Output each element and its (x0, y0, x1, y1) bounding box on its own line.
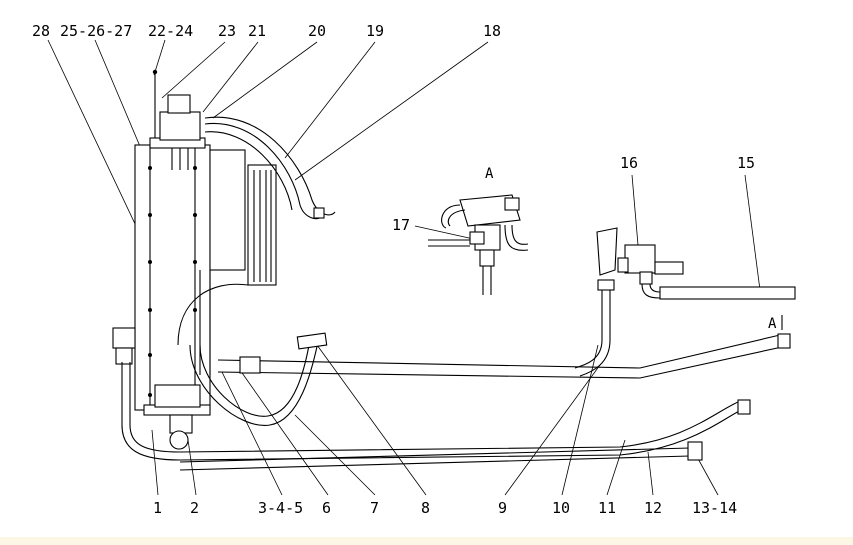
callout-21: 21 (248, 22, 266, 40)
callout-7: 7 (370, 499, 379, 517)
callout-1: 1 (153, 499, 162, 517)
callout-19: 19 (366, 22, 384, 40)
callout-15: 15 (737, 154, 755, 172)
callout-6: 6 (322, 499, 331, 517)
detail-a-valve (428, 194, 529, 295)
callout-28: 28 (32, 22, 50, 40)
footer-bar (0, 537, 853, 545)
callout-22-24: 22-24 (148, 22, 193, 40)
callout-18: 18 (483, 22, 501, 40)
callout-11: 11 (598, 499, 616, 517)
callout-17: 17 (392, 216, 410, 234)
callout-23: 23 (218, 22, 236, 40)
section-a-marker: A (768, 316, 777, 332)
callout-20: 20 (308, 22, 326, 40)
callout-13-14: 13-14 (692, 499, 737, 517)
leader-lines (47, 39, 761, 496)
right-valve-assembly (617, 244, 796, 300)
callout-16: 16 (620, 154, 638, 172)
hose-lines (121, 116, 791, 471)
callout-25-26-27: 25-26-27 (60, 22, 132, 40)
tank-assembly (112, 69, 277, 450)
callout-labels: 28 25-26-27 22-24 23 21 20 19 18 17 16 1… (32, 22, 783, 517)
callout-3-4-5: 3-4-5 (258, 499, 303, 517)
detail-a-label: A (485, 166, 494, 182)
callout-10: 10 (552, 499, 570, 517)
callout-2: 2 (190, 499, 199, 517)
callout-12: 12 (644, 499, 662, 517)
callout-9: 9 (498, 499, 507, 517)
callout-8: 8 (421, 499, 430, 517)
